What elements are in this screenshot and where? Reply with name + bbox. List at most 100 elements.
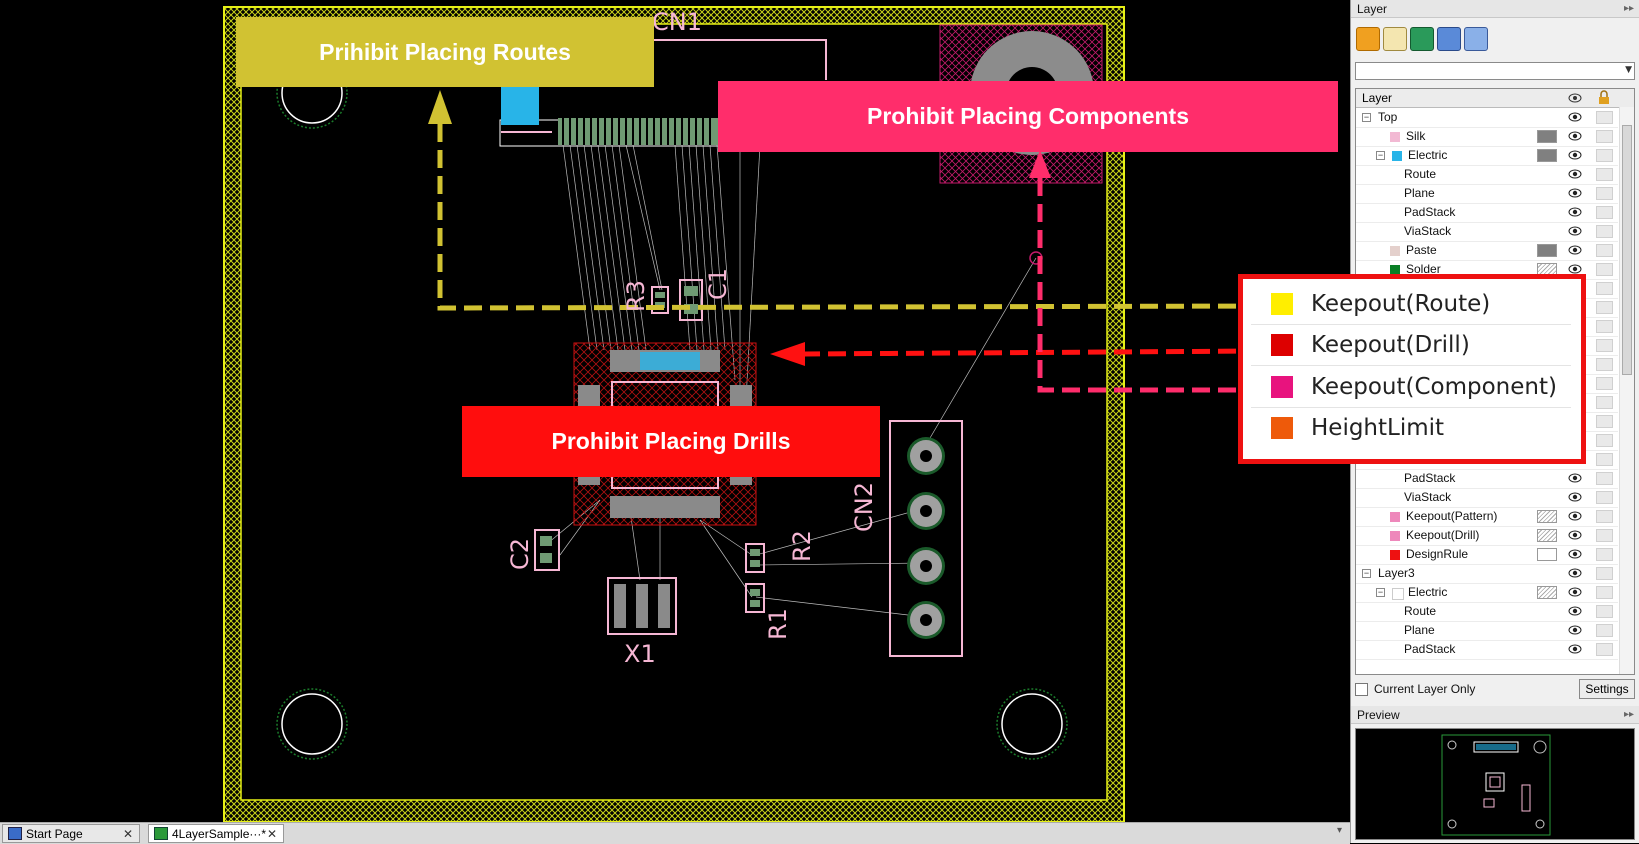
lock-toggle[interactable] xyxy=(1596,187,1613,200)
layer-row[interactable]: Silk xyxy=(1356,127,1618,147)
layer-row[interactable]: Keepout(Drill) xyxy=(1356,526,1618,546)
collapse-icon[interactable]: − xyxy=(1362,112,1371,122)
eye-icon[interactable] xyxy=(1568,509,1582,523)
lock-toggle[interactable] xyxy=(1596,263,1613,276)
collapse-icon[interactable]: − xyxy=(1376,587,1385,597)
layer-row[interactable]: PadStack xyxy=(1356,203,1618,223)
eye-icon[interactable] xyxy=(1568,224,1582,238)
grid-icon[interactable] xyxy=(1464,27,1488,51)
tab-start-page[interactable]: Start Page ✕ xyxy=(2,824,140,843)
eye-icon[interactable] xyxy=(1568,129,1582,143)
settings-button[interactable]: Settings xyxy=(1579,679,1635,699)
layer-name: Route xyxy=(1404,604,1437,618)
lock-toggle[interactable] xyxy=(1596,377,1613,390)
layer-row[interactable]: ViaStack xyxy=(1356,222,1618,242)
lock-toggle[interactable] xyxy=(1596,168,1613,181)
eye-icon[interactable] xyxy=(1568,471,1582,485)
properties-icon[interactable] xyxy=(1383,27,1407,51)
collapse-icon[interactable]: − xyxy=(1362,568,1371,578)
tab-4layersample[interactable]: 4LayerSample···* ✕ xyxy=(148,824,284,843)
eye-icon[interactable] xyxy=(1568,623,1582,637)
lock-toggle[interactable] xyxy=(1596,244,1613,257)
eye-icon[interactable] xyxy=(1568,490,1582,504)
close-icon[interactable]: ✕ xyxy=(266,826,277,841)
current-layer-only-checkbox[interactable]: Current Layer Only xyxy=(1355,680,1475,698)
eye-icon[interactable] xyxy=(1568,262,1582,276)
lock-toggle[interactable] xyxy=(1596,434,1613,447)
layer-row[interactable]: −Electric xyxy=(1356,583,1618,603)
eye-icon[interactable] xyxy=(1568,110,1582,124)
lock-toggle[interactable] xyxy=(1596,472,1613,485)
eye-icon[interactable] xyxy=(1568,585,1582,599)
lock-toggle[interactable] xyxy=(1596,339,1613,352)
lock-toggle[interactable] xyxy=(1596,643,1613,656)
collapse-icon[interactable]: − xyxy=(1376,150,1385,160)
checkbox-icon[interactable] xyxy=(1355,682,1368,696)
prj-icon[interactable] xyxy=(1356,27,1380,51)
lock-toggle[interactable] xyxy=(1596,225,1613,238)
eye-icon[interactable] xyxy=(1568,528,1582,542)
layer-stack-icon[interactable] xyxy=(1410,27,1434,51)
lock-toggle[interactable] xyxy=(1596,358,1613,371)
eye-icon[interactable] xyxy=(1568,604,1582,618)
layer-row[interactable]: Keepout(Pattern) xyxy=(1356,507,1618,527)
layer-color-box[interactable] xyxy=(1537,510,1557,523)
layer-name: PadStack xyxy=(1404,205,1456,219)
board-preview[interactable] xyxy=(1355,728,1635,840)
lock-toggle[interactable] xyxy=(1596,605,1613,618)
db-icon[interactable] xyxy=(1437,27,1461,51)
layer-color-box[interactable] xyxy=(1537,244,1557,257)
lock-toggle[interactable] xyxy=(1596,453,1613,466)
layer-row[interactable]: Plane xyxy=(1356,621,1618,641)
lock-toggle[interactable] xyxy=(1596,548,1613,561)
layer-row[interactable]: −Layer3 xyxy=(1356,564,1618,584)
eye-icon[interactable] xyxy=(1568,167,1582,181)
eye-icon[interactable] xyxy=(1568,186,1582,200)
layer-color-box[interactable] xyxy=(1537,529,1557,542)
layer-color-box[interactable] xyxy=(1537,149,1557,162)
lock-toggle[interactable] xyxy=(1596,529,1613,542)
eye-icon[interactable] xyxy=(1568,566,1582,580)
close-icon[interactable]: ✕ xyxy=(122,826,133,841)
lock-toggle[interactable] xyxy=(1596,510,1613,523)
layer-color-box[interactable] xyxy=(1537,130,1557,143)
eye-icon[interactable] xyxy=(1568,547,1582,561)
lock-toggle[interactable] xyxy=(1596,491,1613,504)
eye-icon[interactable] xyxy=(1568,205,1582,219)
eye-icon[interactable] xyxy=(1568,148,1582,162)
layer-row[interactable]: PadStack xyxy=(1356,640,1618,660)
lock-toggle[interactable] xyxy=(1596,415,1613,428)
layer-color-box[interactable] xyxy=(1537,548,1557,561)
lock-toggle[interactable] xyxy=(1596,624,1613,637)
layer-row[interactable]: Plane xyxy=(1356,184,1618,204)
lock-toggle[interactable] xyxy=(1596,282,1613,295)
layer-row[interactable]: Route xyxy=(1356,602,1618,622)
scroll-thumb[interactable] xyxy=(1622,125,1632,375)
layer-row[interactable]: Route xyxy=(1356,165,1618,185)
expand-icon[interactable]: ▸▸ xyxy=(1623,3,1634,14)
lock-toggle[interactable] xyxy=(1596,111,1613,124)
layer-filter-dropdown[interactable]: ▼ xyxy=(1355,62,1635,80)
eye-icon[interactable] xyxy=(1568,642,1582,656)
lock-toggle[interactable] xyxy=(1596,301,1613,314)
lock-toggle[interactable] xyxy=(1596,320,1613,333)
lock-toggle[interactable] xyxy=(1596,567,1613,580)
layer-row[interactable]: ViaStack xyxy=(1356,488,1618,508)
layer-row[interactable]: −Electric xyxy=(1356,146,1618,166)
layer-row[interactable]: Paste xyxy=(1356,241,1618,261)
lock-toggle[interactable] xyxy=(1596,206,1613,219)
tree-scrollbar[interactable] xyxy=(1619,107,1634,674)
expand-icon[interactable]: ▸▸ xyxy=(1623,709,1634,720)
lock-toggle[interactable] xyxy=(1596,396,1613,409)
layer-color-box[interactable] xyxy=(1537,586,1557,599)
layer-row[interactable]: −Top xyxy=(1356,108,1618,128)
lock-toggle[interactable] xyxy=(1596,130,1613,143)
lock-toggle[interactable] xyxy=(1596,586,1613,599)
layer-row[interactable]: PadStack xyxy=(1356,469,1618,489)
eye-icon[interactable] xyxy=(1568,243,1582,257)
chevron-down-icon[interactable]: ▾ xyxy=(1336,825,1342,836)
layer-row[interactable]: DesignRule xyxy=(1356,545,1618,565)
pcb-canvas[interactable]: CN1 R3 C1 CN2 R2 R1 C2 X1 Prihibit Placi… xyxy=(0,0,1350,822)
lock-toggle[interactable] xyxy=(1596,149,1613,162)
